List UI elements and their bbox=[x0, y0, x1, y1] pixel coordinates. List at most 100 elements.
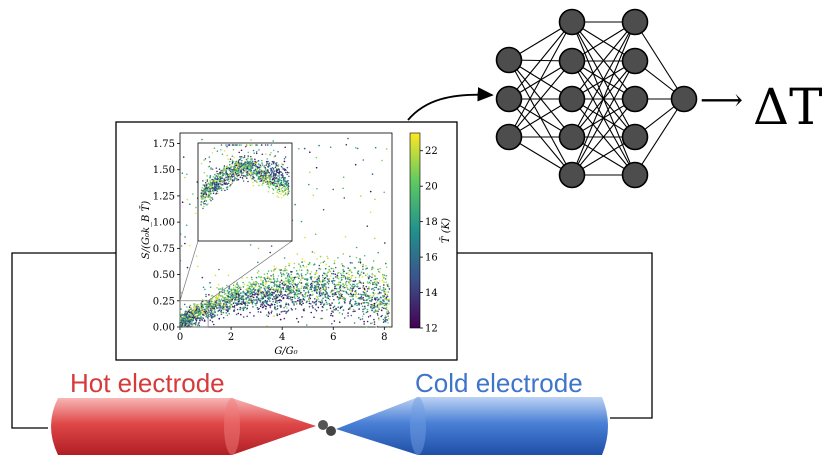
inset-point bbox=[281, 166, 284, 169]
inset-point bbox=[273, 170, 276, 172]
inset-point bbox=[263, 176, 266, 179]
scatter-point bbox=[381, 314, 383, 317]
inset-point bbox=[217, 180, 219, 182]
scatter-point bbox=[377, 251, 380, 254]
inset-point bbox=[264, 165, 266, 167]
scatter-point bbox=[381, 289, 383, 292]
inset-point bbox=[257, 160, 260, 162]
scatter-point bbox=[333, 298, 335, 301]
inset-point bbox=[226, 154, 228, 157]
scatter-point bbox=[286, 276, 289, 278]
inset-point bbox=[252, 169, 255, 172]
scatter-point bbox=[288, 262, 290, 265]
scatter-point bbox=[296, 291, 298, 293]
scatter-point bbox=[266, 287, 268, 290]
scatter-point bbox=[265, 308, 267, 310]
inset-point bbox=[220, 177, 222, 179]
scatter-point bbox=[367, 282, 369, 284]
scatter-point bbox=[316, 272, 318, 274]
scatter-point bbox=[223, 289, 226, 292]
scatter-point bbox=[248, 289, 251, 291]
scatter-point bbox=[184, 319, 186, 321]
scatter-point bbox=[209, 282, 211, 284]
scatter-point bbox=[342, 309, 345, 311]
y-tick-label: 1.50 bbox=[153, 165, 175, 176]
scatter-point bbox=[205, 309, 207, 312]
scatter-point bbox=[321, 309, 323, 312]
scatter-point bbox=[311, 301, 314, 303]
scatter-point bbox=[295, 294, 298, 296]
scatter-point bbox=[364, 289, 366, 292]
scatter-point bbox=[201, 316, 203, 319]
scatter-point bbox=[266, 325, 268, 327]
inset-point bbox=[219, 176, 221, 178]
scatter-point bbox=[193, 309, 195, 312]
inset-point bbox=[236, 144, 238, 146]
zoom-region bbox=[179, 300, 209, 328]
inset-point bbox=[276, 180, 278, 182]
inset-point bbox=[279, 185, 281, 188]
scatter-point bbox=[341, 313, 344, 315]
inset-point bbox=[261, 176, 263, 178]
inset-point bbox=[233, 175, 235, 178]
scatter-point bbox=[222, 311, 225, 314]
inset-point bbox=[214, 189, 217, 191]
scatter-point bbox=[363, 293, 365, 296]
scatter-point bbox=[346, 286, 349, 289]
scatter-point bbox=[313, 301, 316, 304]
scatter-point bbox=[359, 259, 361, 261]
nn-node bbox=[558, 8, 586, 36]
inset-point bbox=[272, 169, 274, 171]
scatter-point bbox=[255, 282, 258, 285]
scatter-point bbox=[382, 277, 385, 279]
scatter-point bbox=[267, 311, 270, 314]
scatter-point bbox=[364, 274, 367, 277]
inset-point bbox=[203, 171, 206, 174]
scatter-point bbox=[361, 298, 363, 300]
scatter-point bbox=[269, 305, 271, 307]
scatter-point bbox=[388, 288, 391, 290]
scatter-point bbox=[314, 284, 316, 287]
scatter-point bbox=[301, 261, 303, 263]
scatter-point bbox=[270, 288, 273, 290]
scatter-point bbox=[357, 293, 360, 295]
scatter-point bbox=[371, 322, 374, 324]
scatter-point bbox=[349, 295, 351, 298]
inset-point bbox=[207, 203, 209, 205]
scatter-point bbox=[379, 300, 382, 303]
scatter-point bbox=[361, 282, 364, 284]
scatter-point bbox=[239, 306, 242, 309]
inset-point bbox=[217, 174, 220, 176]
scatter-point bbox=[373, 278, 376, 281]
inset-point bbox=[227, 182, 230, 185]
scatter-point bbox=[324, 295, 327, 298]
scatter-point bbox=[301, 274, 303, 277]
x-axis-label: G/G₀ bbox=[274, 346, 297, 357]
inset-point bbox=[200, 202, 202, 204]
scatter-point bbox=[373, 289, 375, 291]
inset-point bbox=[248, 162, 251, 164]
scatter-point bbox=[275, 297, 277, 300]
scatter-point bbox=[372, 291, 375, 294]
scatter-point bbox=[189, 244, 191, 247]
scatter-point bbox=[332, 188, 335, 191]
inset-point bbox=[204, 203, 207, 205]
inset-point bbox=[232, 160, 235, 163]
scatter-point bbox=[263, 273, 266, 276]
scatter-point bbox=[271, 291, 274, 294]
scatter-point bbox=[314, 308, 317, 311]
scatter-point bbox=[318, 264, 321, 267]
scatter-point bbox=[228, 313, 230, 315]
scatter-point bbox=[333, 262, 336, 265]
scatter-point bbox=[201, 298, 204, 301]
scatter-point bbox=[212, 313, 215, 316]
colorbar-tick-label: 14 bbox=[425, 288, 438, 299]
scatter-point bbox=[269, 292, 271, 295]
inset-point bbox=[207, 166, 210, 168]
scatter-point bbox=[346, 284, 348, 287]
scatter-point bbox=[337, 298, 340, 301]
scatter-point bbox=[258, 307, 261, 310]
scatter-point bbox=[260, 295, 263, 297]
scatter-point bbox=[358, 297, 361, 299]
scatter-point bbox=[349, 283, 352, 286]
